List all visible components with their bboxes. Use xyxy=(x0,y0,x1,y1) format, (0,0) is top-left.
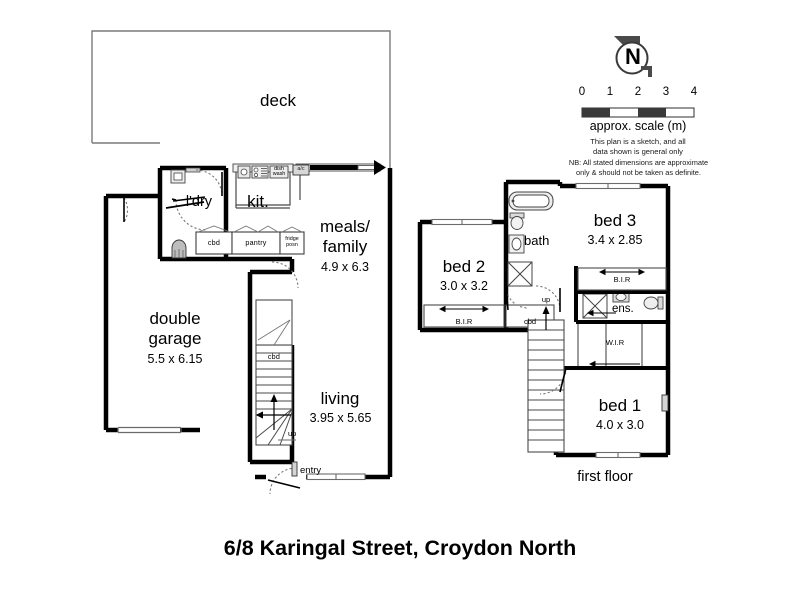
label-dishwasher-line1: dish xyxy=(274,166,284,172)
label-cbd-understairs: cbd xyxy=(267,352,281,361)
label-stairs-up-first: up xyxy=(541,295,551,304)
scale-tick-4: 4 xyxy=(690,86,698,98)
garage-door-opening xyxy=(117,426,182,434)
room-label-meals-line1: meals/ xyxy=(319,217,371,236)
first-floor-interior-walls xyxy=(554,266,668,370)
scale-tick-0: 0 xyxy=(578,86,586,98)
kitchen-top-wall-band xyxy=(310,160,386,175)
bed1-wall-nib xyxy=(661,394,669,412)
label-pantry: pantry xyxy=(245,238,267,247)
entry-door-leaf xyxy=(267,461,301,489)
room-label-bed2: bed 2 xyxy=(442,257,486,276)
laundry-trough-icon xyxy=(170,167,201,184)
page-title: 6/8 Karingal Street, Croydon North xyxy=(223,536,577,560)
label-cbd-first-floor: cbd xyxy=(523,317,537,326)
note-line2: only & should not be taken as definite. xyxy=(576,168,701,177)
floor-label-first-floor: first floor xyxy=(577,469,633,485)
room-label-bed3: bed 3 xyxy=(593,211,637,230)
label-dishwasher-line2: wash xyxy=(272,171,286,177)
room-label-ensuite: ens. xyxy=(612,303,634,315)
room-label-garage-line1: double xyxy=(149,309,201,328)
bathtub-icon xyxy=(508,191,554,211)
room-label-deck: deck xyxy=(260,91,296,110)
dishwasher-icon xyxy=(269,165,289,179)
ground-floor-geometry xyxy=(91,30,393,495)
label-wir: W.I.R xyxy=(605,338,625,347)
room-dim-bed1: 4.0 x 3.0 xyxy=(596,418,644,432)
disclaimer-line1: This plan is a sketch, and all xyxy=(590,137,686,146)
label-aircon: a/c xyxy=(297,166,305,172)
first-floor-geometry xyxy=(417,179,671,459)
first-floor-windows xyxy=(431,182,641,459)
room-dim-bed3: 3.4 x 2.85 xyxy=(587,233,643,247)
scale-bar xyxy=(581,107,695,118)
toilet-icon xyxy=(509,212,525,230)
cooktop-icon xyxy=(251,165,269,179)
label-bir-bed3: B.I.R xyxy=(613,275,631,284)
hot-water-unit-icon xyxy=(171,239,187,259)
ensuite-shower-icon xyxy=(582,293,608,319)
label-entry: entry xyxy=(300,465,322,476)
room-dim-garage: 5.5 x 6.15 xyxy=(147,352,203,366)
north-compass-icon xyxy=(614,36,652,77)
first-floor-stairs xyxy=(527,306,565,453)
laundry-door-leaf xyxy=(165,201,205,209)
north-letter: N xyxy=(625,44,641,69)
pantry-run xyxy=(195,225,305,255)
first-floor-door-leaves xyxy=(505,285,567,393)
label-cbd-kitchen: cbd xyxy=(207,238,221,247)
scale-caption: approx. scale (m) xyxy=(589,119,687,133)
ensuite-toilet-icon xyxy=(643,296,664,310)
aircon-unit-icon xyxy=(292,164,310,176)
room-label-living: living xyxy=(320,389,360,408)
label-fridge-posn-line2: posn xyxy=(286,242,298,248)
label-bir-bed2: B.I.R xyxy=(455,317,473,326)
room-label-kitchen: kit. xyxy=(247,192,269,211)
note-line1: NB: All stated dimensions are approximat… xyxy=(568,158,709,167)
room-label-meals-line2: family xyxy=(322,237,368,256)
deck-outline xyxy=(91,30,391,168)
first-floor-dimension-arrows xyxy=(438,268,646,368)
kitchen-sink-icon xyxy=(237,165,251,179)
room-dim-bed2: 3.0 x 3.2 xyxy=(440,279,488,293)
shower-bath-icon xyxy=(507,261,533,287)
room-label-laundry: l'dry xyxy=(185,194,213,210)
scale-tick-3: 3 xyxy=(662,86,670,98)
room-label-bed1: bed 1 xyxy=(598,396,642,415)
first-floor-door-swings xyxy=(505,285,567,395)
room-label-garage-line2: garage xyxy=(148,329,202,348)
room-label-bath: bath xyxy=(524,233,550,248)
understairs-cupboard xyxy=(255,299,293,346)
label-fridge-posn-line1: fridge xyxy=(285,236,299,242)
ground-floor-door-leaves xyxy=(123,172,223,222)
label-stairs-up-ground: up xyxy=(288,429,297,438)
room-dim-meals: 4.9 x 6.3 xyxy=(321,260,369,274)
disclaimer-line2: data shown is general only xyxy=(593,147,683,156)
front-window-glazing xyxy=(306,473,366,481)
room-dim-living: 3.95 x 5.65 xyxy=(309,411,372,425)
scale-tick-1: 1 xyxy=(606,86,614,98)
scale-tick-2: 2 xyxy=(634,86,642,98)
basin-icon xyxy=(508,234,525,254)
ground-floor-stairs xyxy=(255,344,296,446)
